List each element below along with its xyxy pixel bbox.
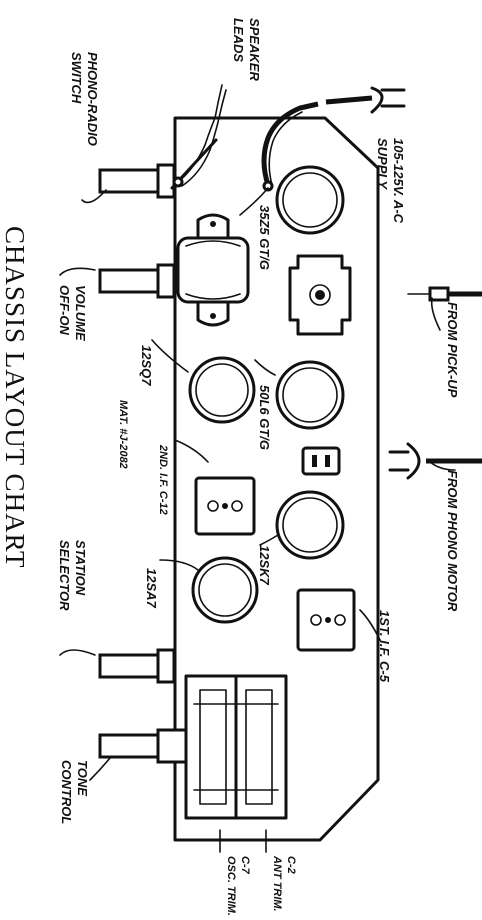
phono-radio-switch-shaft xyxy=(98,163,176,199)
catalog-number: MAT. #J-2082 xyxy=(117,400,129,469)
label-second-if: 2ND. I.F. C-12 xyxy=(157,444,169,515)
label-phono-radio-switch: PHONO-RADIO SWITCH xyxy=(69,52,100,150)
label-speaker-leads: SPEAKER LEADS xyxy=(231,18,262,84)
phono-motor-outlet xyxy=(301,446,341,476)
phono-jack-plate xyxy=(288,254,352,336)
tube-socket-35z5 xyxy=(275,165,345,235)
phono-motor-cord xyxy=(388,442,482,480)
tube-socket-12sa7 xyxy=(191,556,259,624)
label-ac-supply: 105-125V. A-C SUPPLY xyxy=(375,138,406,227)
label-ant-trim: ANT TRIM. C-2 xyxy=(271,855,297,915)
volume-control-shaft xyxy=(98,263,176,299)
label-from-phono-motor: FROM PHONO MOTOR xyxy=(445,470,460,612)
label-tube-50l6: 50L6 GT/G xyxy=(257,385,272,450)
label-tone-control: TONE CONTROL xyxy=(59,760,90,824)
label-from-pickup: FROM PICK-UP xyxy=(445,302,460,398)
label-first-if: 1ST. I.F. C-5 xyxy=(377,610,392,683)
label-tube-12sq7: 12SQ7 xyxy=(139,345,154,386)
tube-socket-50l6 xyxy=(275,360,345,430)
page-title: CHASSIS LAYOUT CHART xyxy=(0,226,30,568)
ac-power-cord xyxy=(261,86,406,192)
label-tube-12sa7: 12SA7 xyxy=(144,568,159,609)
station-selector-shaft xyxy=(98,648,176,684)
first-if-transformer xyxy=(296,588,356,652)
chassis-outline xyxy=(173,116,380,842)
tube-socket-12sk7 xyxy=(275,490,345,560)
label-osc-trim: OSC. TRIM. C-7 xyxy=(225,856,251,919)
label-tube-35z5: 35Z5 GT/G xyxy=(257,205,272,270)
speaker-leads xyxy=(170,84,227,190)
label-volume: VOLUME OFF-ON xyxy=(57,285,88,344)
tube-socket-12sq7 xyxy=(188,356,256,424)
output-transformer xyxy=(176,213,250,327)
pickup-cord xyxy=(407,286,482,302)
variable-capacitor xyxy=(184,674,288,820)
leader-arrows xyxy=(59,187,456,853)
label-station-selector: STATION SELECTOR xyxy=(57,540,88,611)
label-tube-12sk7: 12SK7 xyxy=(257,545,272,586)
tone-control-shaft xyxy=(98,728,188,764)
second-if-transformer xyxy=(194,476,256,536)
